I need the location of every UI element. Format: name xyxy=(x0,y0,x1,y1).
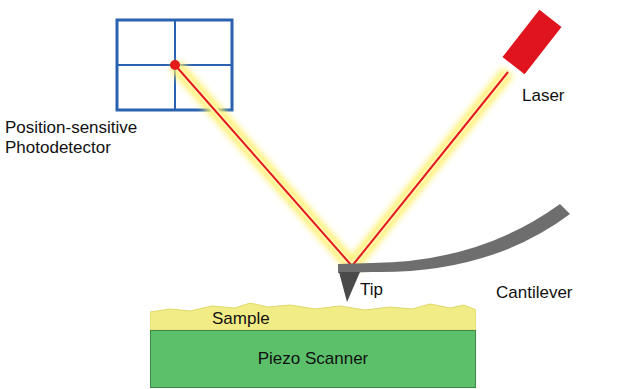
scanner-shape xyxy=(151,331,476,388)
laser-source xyxy=(502,10,561,75)
tip xyxy=(339,272,360,302)
node-text: Piezo Scanner xyxy=(258,350,369,369)
cantilever xyxy=(338,204,570,273)
cantilever-label: Cantilever xyxy=(496,283,606,303)
tip-label: Tip xyxy=(360,280,410,300)
detector-frame xyxy=(117,20,232,110)
beam-glow xyxy=(175,65,508,266)
beam-glow xyxy=(175,65,508,266)
laser-beam xyxy=(175,65,508,266)
detector-label: Position-sensitive Photodetector xyxy=(5,118,170,159)
photodetector xyxy=(117,20,232,110)
sample-layer: Sample xyxy=(150,300,476,330)
laser-label: Laser xyxy=(522,86,602,106)
sample-shape xyxy=(150,303,476,330)
sample-outline xyxy=(150,300,476,330)
laser-spot xyxy=(170,60,180,70)
node-text: Sample xyxy=(212,310,270,329)
piezo-scanner-block: Piezo Scanner xyxy=(150,330,476,388)
